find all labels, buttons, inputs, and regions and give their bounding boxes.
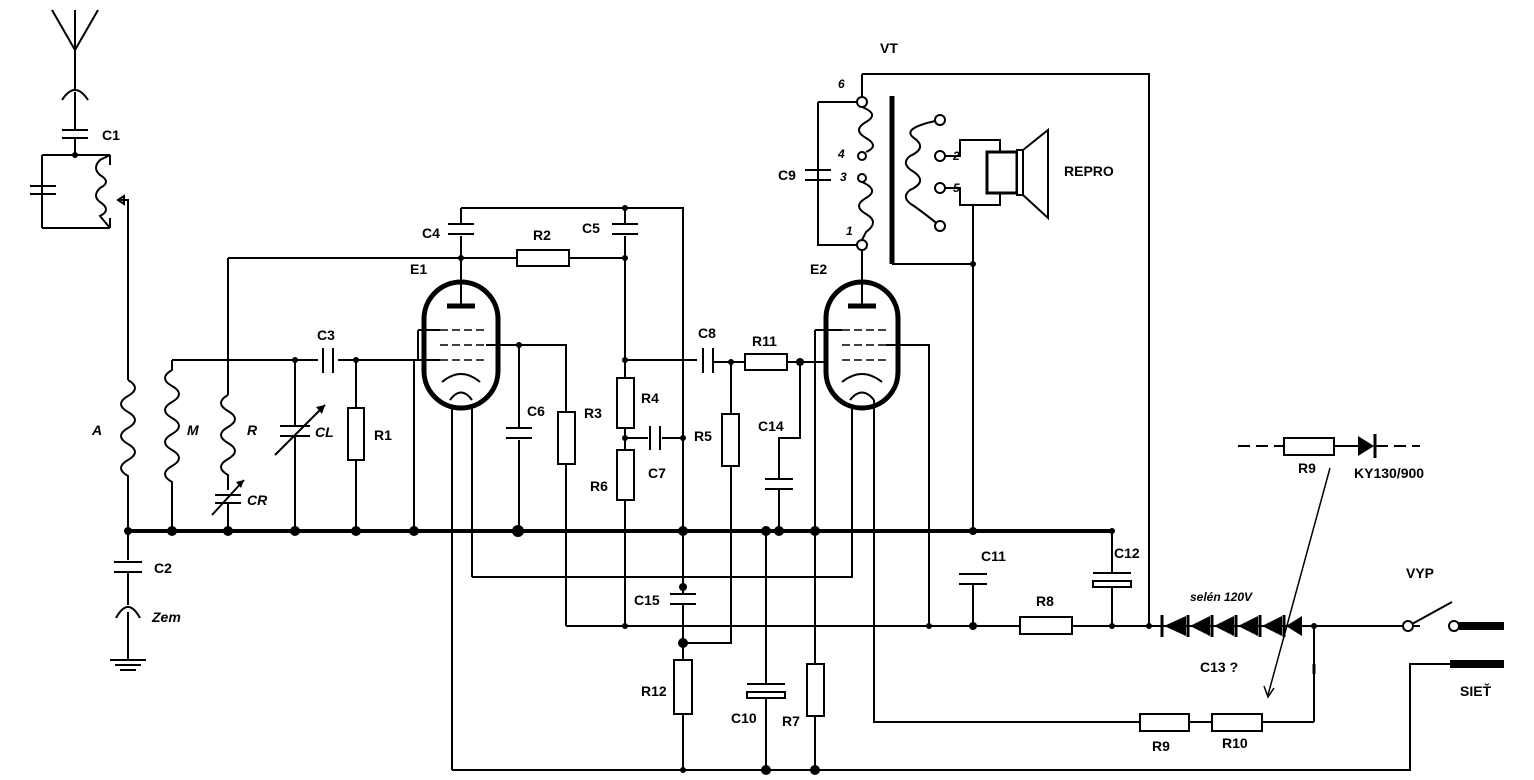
capacitor-c15	[670, 531, 696, 660]
label-coil-m: M	[187, 422, 199, 438]
coil-r	[220, 258, 236, 490]
label-pin-6: 6	[838, 77, 845, 91]
resistor-r7	[806, 531, 825, 770]
label-c4: C4	[422, 225, 440, 241]
label-c8: C8	[698, 325, 716, 341]
label-vt: VT	[880, 40, 898, 56]
capacitor-c8	[698, 348, 718, 373]
label-siet: SIEŤ	[1460, 682, 1492, 699]
capacitor-c12	[1092, 531, 1132, 626]
resistor-r10	[1211, 713, 1263, 732]
label-c1: C1	[102, 127, 120, 143]
resistor-r8	[1019, 616, 1073, 635]
label-c9: C9	[778, 167, 796, 183]
label-r5: R5	[694, 428, 712, 444]
capacitor-c5	[612, 208, 638, 360]
resistor-r5	[683, 362, 740, 644]
tube-e1	[413, 258, 567, 770]
capacitor-c14	[765, 362, 801, 531]
tube-e2	[814, 246, 1140, 723]
capacitor-c7	[625, 426, 683, 450]
antenna	[51, 9, 99, 130]
label-c2: C2	[154, 560, 172, 576]
label-c10: C10	[731, 710, 757, 726]
label-r6: R6	[590, 478, 608, 494]
label-r9: R9	[1152, 738, 1170, 754]
label-c13: C13 ?	[1200, 659, 1238, 675]
label-c11: C11	[981, 548, 1006, 564]
capacitor-c11	[959, 573, 987, 626]
capacitor-c1	[62, 129, 88, 155]
label-c12: C12	[1114, 545, 1140, 561]
label-c14: C14	[758, 418, 784, 434]
label-pin-1: 1	[846, 224, 853, 238]
label-c7: C7	[648, 465, 666, 481]
label-ky130: KY130/900	[1354, 465, 1424, 481]
capacitor-c1-trimmer	[30, 185, 56, 195]
resistor-r3	[557, 411, 576, 626]
label-cl: CL	[315, 424, 334, 440]
capacitor-cl	[274, 360, 326, 530]
label-repro: REPRO	[1064, 163, 1114, 179]
label-r8: R8	[1036, 593, 1054, 609]
label-c15: C15	[634, 592, 660, 608]
output-transformer	[817, 73, 1150, 626]
mains-switch	[1402, 601, 1504, 632]
label-pin-5: 5	[953, 181, 960, 195]
capacitor-c3	[318, 348, 338, 373]
resistor-r11	[744, 353, 788, 371]
label-c5: C5	[582, 220, 600, 236]
loudspeaker-icon	[985, 127, 1049, 221]
bottom-rail-dots	[680, 765, 820, 775]
label-c6: C6	[527, 403, 545, 419]
label-c3: C3	[317, 327, 335, 343]
capacitor-cr	[211, 479, 245, 530]
label-r9-alt: R9	[1298, 460, 1316, 476]
label-r1: R1	[374, 427, 392, 443]
coil-m	[164, 360, 180, 530]
label-coil-r: R	[247, 422, 258, 438]
selenium-rectifier	[1160, 615, 1420, 637]
label-e2: E2	[810, 261, 827, 277]
label-zem: Zem	[151, 609, 181, 625]
label-r12: R12	[641, 683, 667, 699]
label-r10: R10	[1222, 735, 1248, 751]
mains-plug	[1450, 660, 1504, 668]
capacitor-c9	[805, 169, 831, 181]
label-r7: R7	[782, 713, 800, 729]
resistor-r12	[673, 659, 693, 770]
replacement-r9-diode	[1238, 434, 1420, 699]
label-r2: R2	[533, 227, 551, 243]
label-pin-3: 3	[840, 170, 847, 184]
label-pin-4: 4	[837, 147, 845, 161]
label-cr: CR	[247, 492, 268, 508]
label-pin-2: 2	[952, 149, 960, 163]
label-r11: R11	[752, 333, 777, 349]
resistor-r1	[347, 360, 365, 530]
coil-a	[120, 379, 136, 530]
antenna-coil	[95, 154, 111, 229]
label-selen: selén 120V	[1190, 590, 1253, 604]
label-e1: E1	[410, 261, 427, 277]
label-coil-a: A	[91, 422, 102, 438]
resistor-r2	[516, 249, 570, 267]
capacitor-c4	[448, 208, 474, 258]
capacitor-c6	[506, 345, 532, 531]
resistor-r4	[616, 360, 635, 450]
label-r4: R4	[641, 390, 659, 406]
resistor-r6	[616, 449, 635, 626]
label-vyp: VYP	[1406, 565, 1434, 581]
capacitor-c2	[110, 531, 146, 671]
capacitor-c10	[746, 531, 786, 770]
label-r3: R3	[584, 405, 602, 421]
resistor-r9	[1139, 713, 1190, 732]
